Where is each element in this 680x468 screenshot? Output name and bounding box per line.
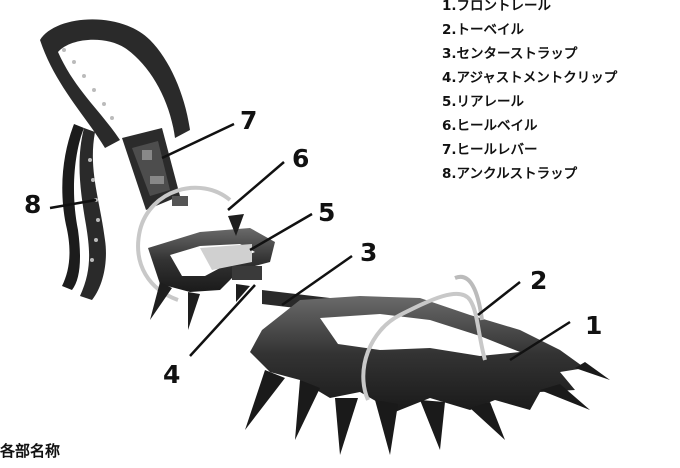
legend-item-rear-rail: 5.リアレール	[442, 90, 617, 114]
front-rail	[245, 296, 610, 455]
callout-4: 4	[163, 362, 180, 387]
callout-8: 8	[24, 192, 41, 217]
legend-item-toe-bail: 2.トーベイル	[442, 18, 617, 42]
adjustment-clip	[232, 266, 262, 280]
legend-item-heel-bail: 6.ヒールベイル	[442, 114, 617, 138]
callout-6: 6	[292, 146, 309, 171]
legend-item-heel-lever: 7.ヒールレバー	[442, 138, 617, 162]
callout-3: 3	[360, 240, 377, 265]
callout-1: 1	[585, 313, 602, 338]
callout-7: 7	[240, 108, 257, 133]
legend-item-ankle-strap: 8.アンクルストラップ	[442, 162, 617, 186]
legend-item-center-strap: 3.センターストラップ	[442, 42, 617, 66]
callout-5: 5	[318, 200, 335, 225]
callout-2: 2	[530, 268, 547, 293]
parts-legend: 1.フロントレール 2.トーベイル 3.センターストラップ 4.アジャストメント…	[442, 0, 617, 186]
legend-item-adjustment-clip: 4.アジャストメントクリップ	[442, 66, 617, 90]
heel-lever	[122, 128, 188, 210]
legend-item-front-rail: 1.フロントレール	[442, 0, 617, 18]
caption-part-names: 各部名称	[0, 440, 60, 461]
